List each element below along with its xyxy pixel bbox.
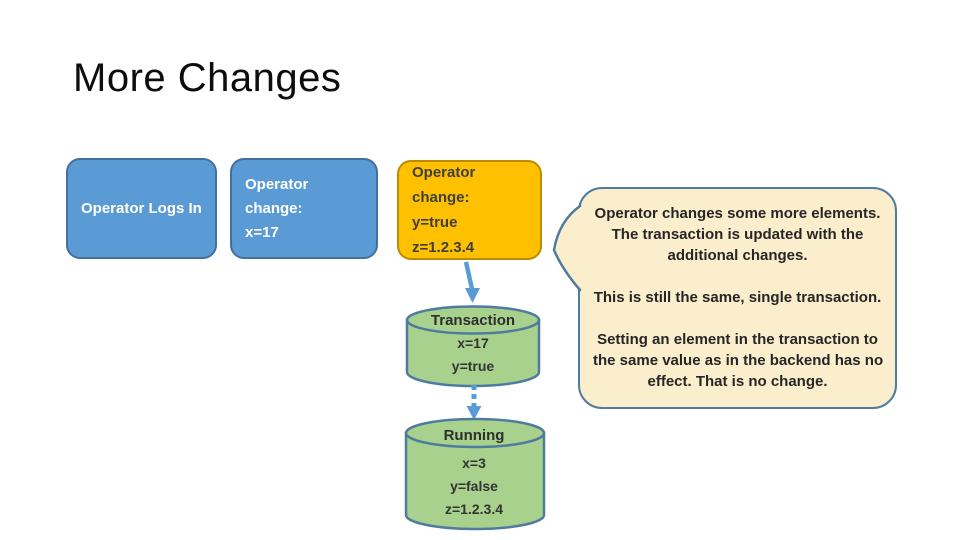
- arrow-down-solid-icon: [463, 261, 480, 303]
- cylinder-running-labels: Running x=3 y=false z=1.2.3.4: [402, 424, 546, 521]
- callout-text-line: Operator changes some more elements.: [594, 204, 881, 222]
- flow-box-line: y=true: [412, 214, 458, 231]
- database-cylinder-transaction: [405, 305, 541, 388]
- flow-box-line: z=1.2.3.4: [412, 239, 475, 256]
- callout-text-line: additional changes.: [667, 246, 808, 264]
- flow-box-operator-change-x17: Operator change: x=17: [230, 158, 378, 259]
- cylinder-value-line: x=17: [457, 335, 489, 351]
- flow-box-operator-change-ytrue: Operator change: y=true z=1.2.3.4: [397, 160, 542, 260]
- cylinder-transaction-labels: Transaction x=17 y=true: [403, 309, 543, 378]
- flow-box-line: x=17: [245, 223, 279, 241]
- flow-box-line: Operator change:: [412, 164, 476, 206]
- callout-bubble: Operator changes some more elements. The…: [578, 187, 897, 409]
- callout-text-line: the same value as in the backend has no: [593, 351, 884, 369]
- cylinder-value-line: y=false: [450, 478, 498, 494]
- cylinder-title: Transaction: [430, 312, 516, 329]
- callout-text-line: The transaction is updated with the: [611, 225, 864, 243]
- callout-text-line: This is still the same, single transacti…: [593, 288, 882, 306]
- callout-paragraph: Operator changes some more elements. The…: [593, 203, 882, 266]
- flow-box-line: Operator Logs In: [81, 199, 202, 217]
- callout-text-line: effect. That is no change.: [647, 372, 828, 390]
- flow-box-operator-logs-in: Operator Logs In: [66, 158, 217, 259]
- cylinder-title: Running: [443, 427, 505, 444]
- cylinder-value-line: z=1.2.3.4: [445, 501, 503, 517]
- cylinder-value-line: x=3: [462, 455, 486, 471]
- callout-paragraph: Setting an element in the transaction to…: [593, 329, 884, 392]
- callout-text-line: Setting an element in the transaction to: [597, 330, 878, 348]
- database-cylinder-running: [404, 417, 546, 531]
- arrow-down-dashed-icon: [466, 385, 482, 420]
- slide-title: More Changes: [73, 56, 342, 100]
- callout-paragraph: This is still the same, single transacti…: [593, 287, 882, 308]
- cylinder-value-line: y=true: [451, 358, 495, 374]
- callout-tail-pointer: [552, 204, 582, 292]
- flow-box-line: Operator change:: [245, 175, 309, 217]
